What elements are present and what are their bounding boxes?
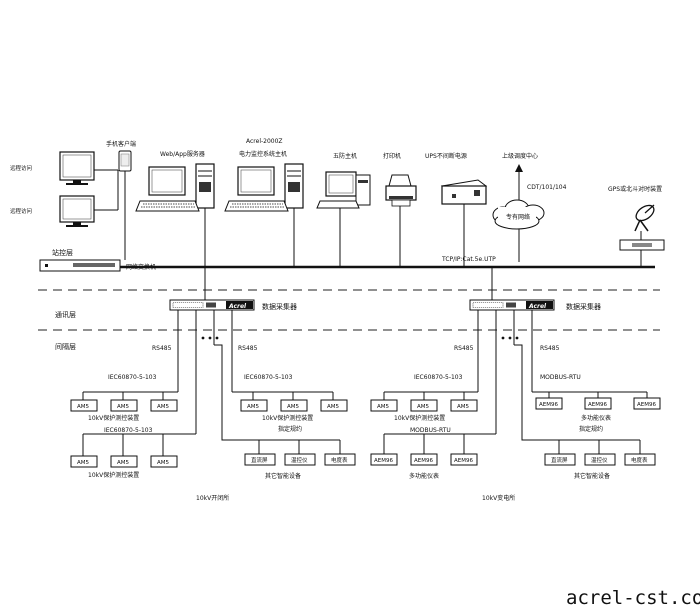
right-wiring — [383, 310, 648, 454]
left-row1b-caption: 10kV保护测控装置 — [262, 414, 313, 422]
left-am5-3: AM5 — [157, 404, 170, 410]
station-drops — [124, 204, 642, 267]
wufang-host-icon — [316, 171, 371, 209]
left-rs485-b: RS485 — [238, 345, 258, 352]
collector-left-brand: Acrel — [228, 303, 247, 310]
layer-separators — [38, 289, 660, 331]
more-dots-left — [201, 336, 219, 340]
right-rs485-b: RS485 — [540, 345, 560, 352]
right-temp-ctrl: 温控仪 — [591, 456, 608, 464]
left-site-label: 10kV开闭所 — [196, 494, 229, 502]
printer-icon — [385, 174, 417, 207]
right-am5-1: AM5 — [377, 404, 390, 410]
left-row2-caption: 10kV保护测控装置 — [88, 471, 139, 479]
host-subtitle: 电力监控系统主机 — [239, 150, 287, 158]
left-am5-row1b — [240, 399, 348, 412]
remote-monitor-2 — [59, 195, 95, 227]
left-rs485-a: RS485 — [152, 345, 172, 352]
right-aem96-row1 — [535, 397, 661, 410]
left-am5-6: AM5 — [327, 404, 340, 410]
gps-label: GPS或北斗对时装置 — [608, 185, 662, 193]
protocols-label: CDT/101/104 — [527, 184, 567, 191]
left-am5-5: AM5 — [287, 404, 300, 410]
right-aem96-1: AEM96 — [539, 402, 558, 408]
right-aem96-6: AEM96 — [454, 458, 473, 464]
layer-label-station: 站控层 — [52, 248, 73, 257]
data-collector-right — [469, 299, 555, 311]
right-modbus-top: MODBUS-RTU — [540, 374, 581, 381]
gps-device-icon — [619, 239, 665, 251]
layer-label-comm: 通讯层 — [55, 310, 76, 319]
right-iec-top: IEC60870-5-103 — [414, 374, 463, 381]
left-am5-9: AM5 — [157, 460, 170, 466]
left-dc-screen: 直流屏 — [251, 456, 268, 464]
right-multi-meter: 多功能仪表 — [581, 414, 611, 422]
right-row1-caption: 10kV保护测控装置 — [394, 414, 445, 422]
host-title: Acrel-2000Z — [246, 138, 283, 145]
dispatch-center-label: 上级调度中心 — [502, 152, 538, 160]
satellite-dish-icon — [634, 204, 655, 232]
right-am5-2: AM5 — [417, 404, 430, 410]
watermark: acrel-cst.com — [566, 587, 700, 609]
right-site-label: 10kV变电所 — [482, 494, 515, 502]
left-am5-8: AM5 — [117, 460, 130, 466]
right-multi-meter2: 多功能仪表 — [409, 472, 439, 480]
collector-right-brand: Acrel — [528, 303, 547, 310]
right-aem96-4: AEM96 — [374, 458, 393, 464]
private-network-label: 专有网络 — [506, 213, 530, 221]
left-other-devices-label: 其它智能设备 — [265, 472, 301, 480]
right-specified-protocol: 指定规约 — [579, 425, 603, 433]
left-iec-mid: IEC60870-5-103 — [104, 427, 153, 434]
left-am5-row2 — [70, 455, 178, 468]
arrow-up-icon — [515, 164, 523, 172]
right-other-devices-label: 其它智能设备 — [574, 472, 610, 480]
collector-right-label: 数据采集器 — [566, 302, 601, 311]
layer-label-bay: 间隔层 — [55, 342, 76, 351]
ups-label: UPS不间断电源 — [425, 152, 467, 160]
left-am5-4: AM5 — [247, 404, 260, 410]
collector-left-label: 数据采集器 — [262, 302, 297, 311]
left-wiring — [82, 310, 341, 456]
right-aem96-row2 — [370, 453, 478, 466]
remote-links — [94, 169, 119, 211]
right-am5-3: AM5 — [457, 404, 470, 410]
right-aem96-3: AEM96 — [637, 402, 656, 408]
right-am5-row1 — [370, 399, 478, 412]
remote-monitor-1 — [59, 151, 95, 185]
printer-label: 打印机 — [383, 152, 401, 160]
left-am5-1: AM5 — [77, 404, 90, 410]
left-meter: 电度表 — [331, 456, 348, 464]
left-temp-ctrl: 温控仪 — [291, 456, 308, 464]
left-am5-row1 — [70, 399, 178, 412]
right-aem96-2: AEM96 — [588, 402, 607, 408]
data-collector-left — [169, 299, 255, 311]
left-other-devices — [244, 453, 356, 466]
right-modbus-mid: MODBUS-RTU — [410, 427, 451, 434]
mobile-phone-icon — [118, 150, 132, 172]
remote-browse-label-1: 远程访问 — [10, 164, 32, 172]
right-other-devices — [544, 453, 656, 466]
tcp-ip-label: TCP/IP:Cat.5e.UTP — [441, 256, 496, 263]
monitoring-host-icon — [224, 163, 304, 212]
web-app-server-icon — [135, 163, 215, 212]
left-iec-top: IEC60870-5-103 — [108, 374, 157, 381]
mobile-client-label: 手机客户端 — [106, 140, 136, 148]
left-am5-2: AM5 — [117, 404, 130, 410]
station-switch-icon — [39, 259, 121, 272]
remote-browse-label-2: 远程访问 — [10, 207, 32, 215]
wufang-host-label: 五防主机 — [333, 152, 357, 160]
right-dc-screen: 直流屏 — [551, 456, 568, 464]
web-app-server-label: Web/App服务器 — [160, 150, 205, 158]
right-rs485-a: RS485 — [454, 345, 474, 352]
left-iec-top2: IEC60870-5-103 — [244, 374, 293, 381]
left-row1-caption: 10kV保护测控装置 — [88, 414, 139, 422]
left-row1b-caption2: 指定规约 — [278, 425, 302, 433]
private-network-cloud-icon — [492, 199, 545, 230]
left-am5-7: AM5 — [77, 460, 90, 466]
right-aem96-5: AEM96 — [414, 458, 433, 464]
more-dots-right — [501, 336, 519, 340]
right-meter: 电度表 — [631, 456, 648, 464]
